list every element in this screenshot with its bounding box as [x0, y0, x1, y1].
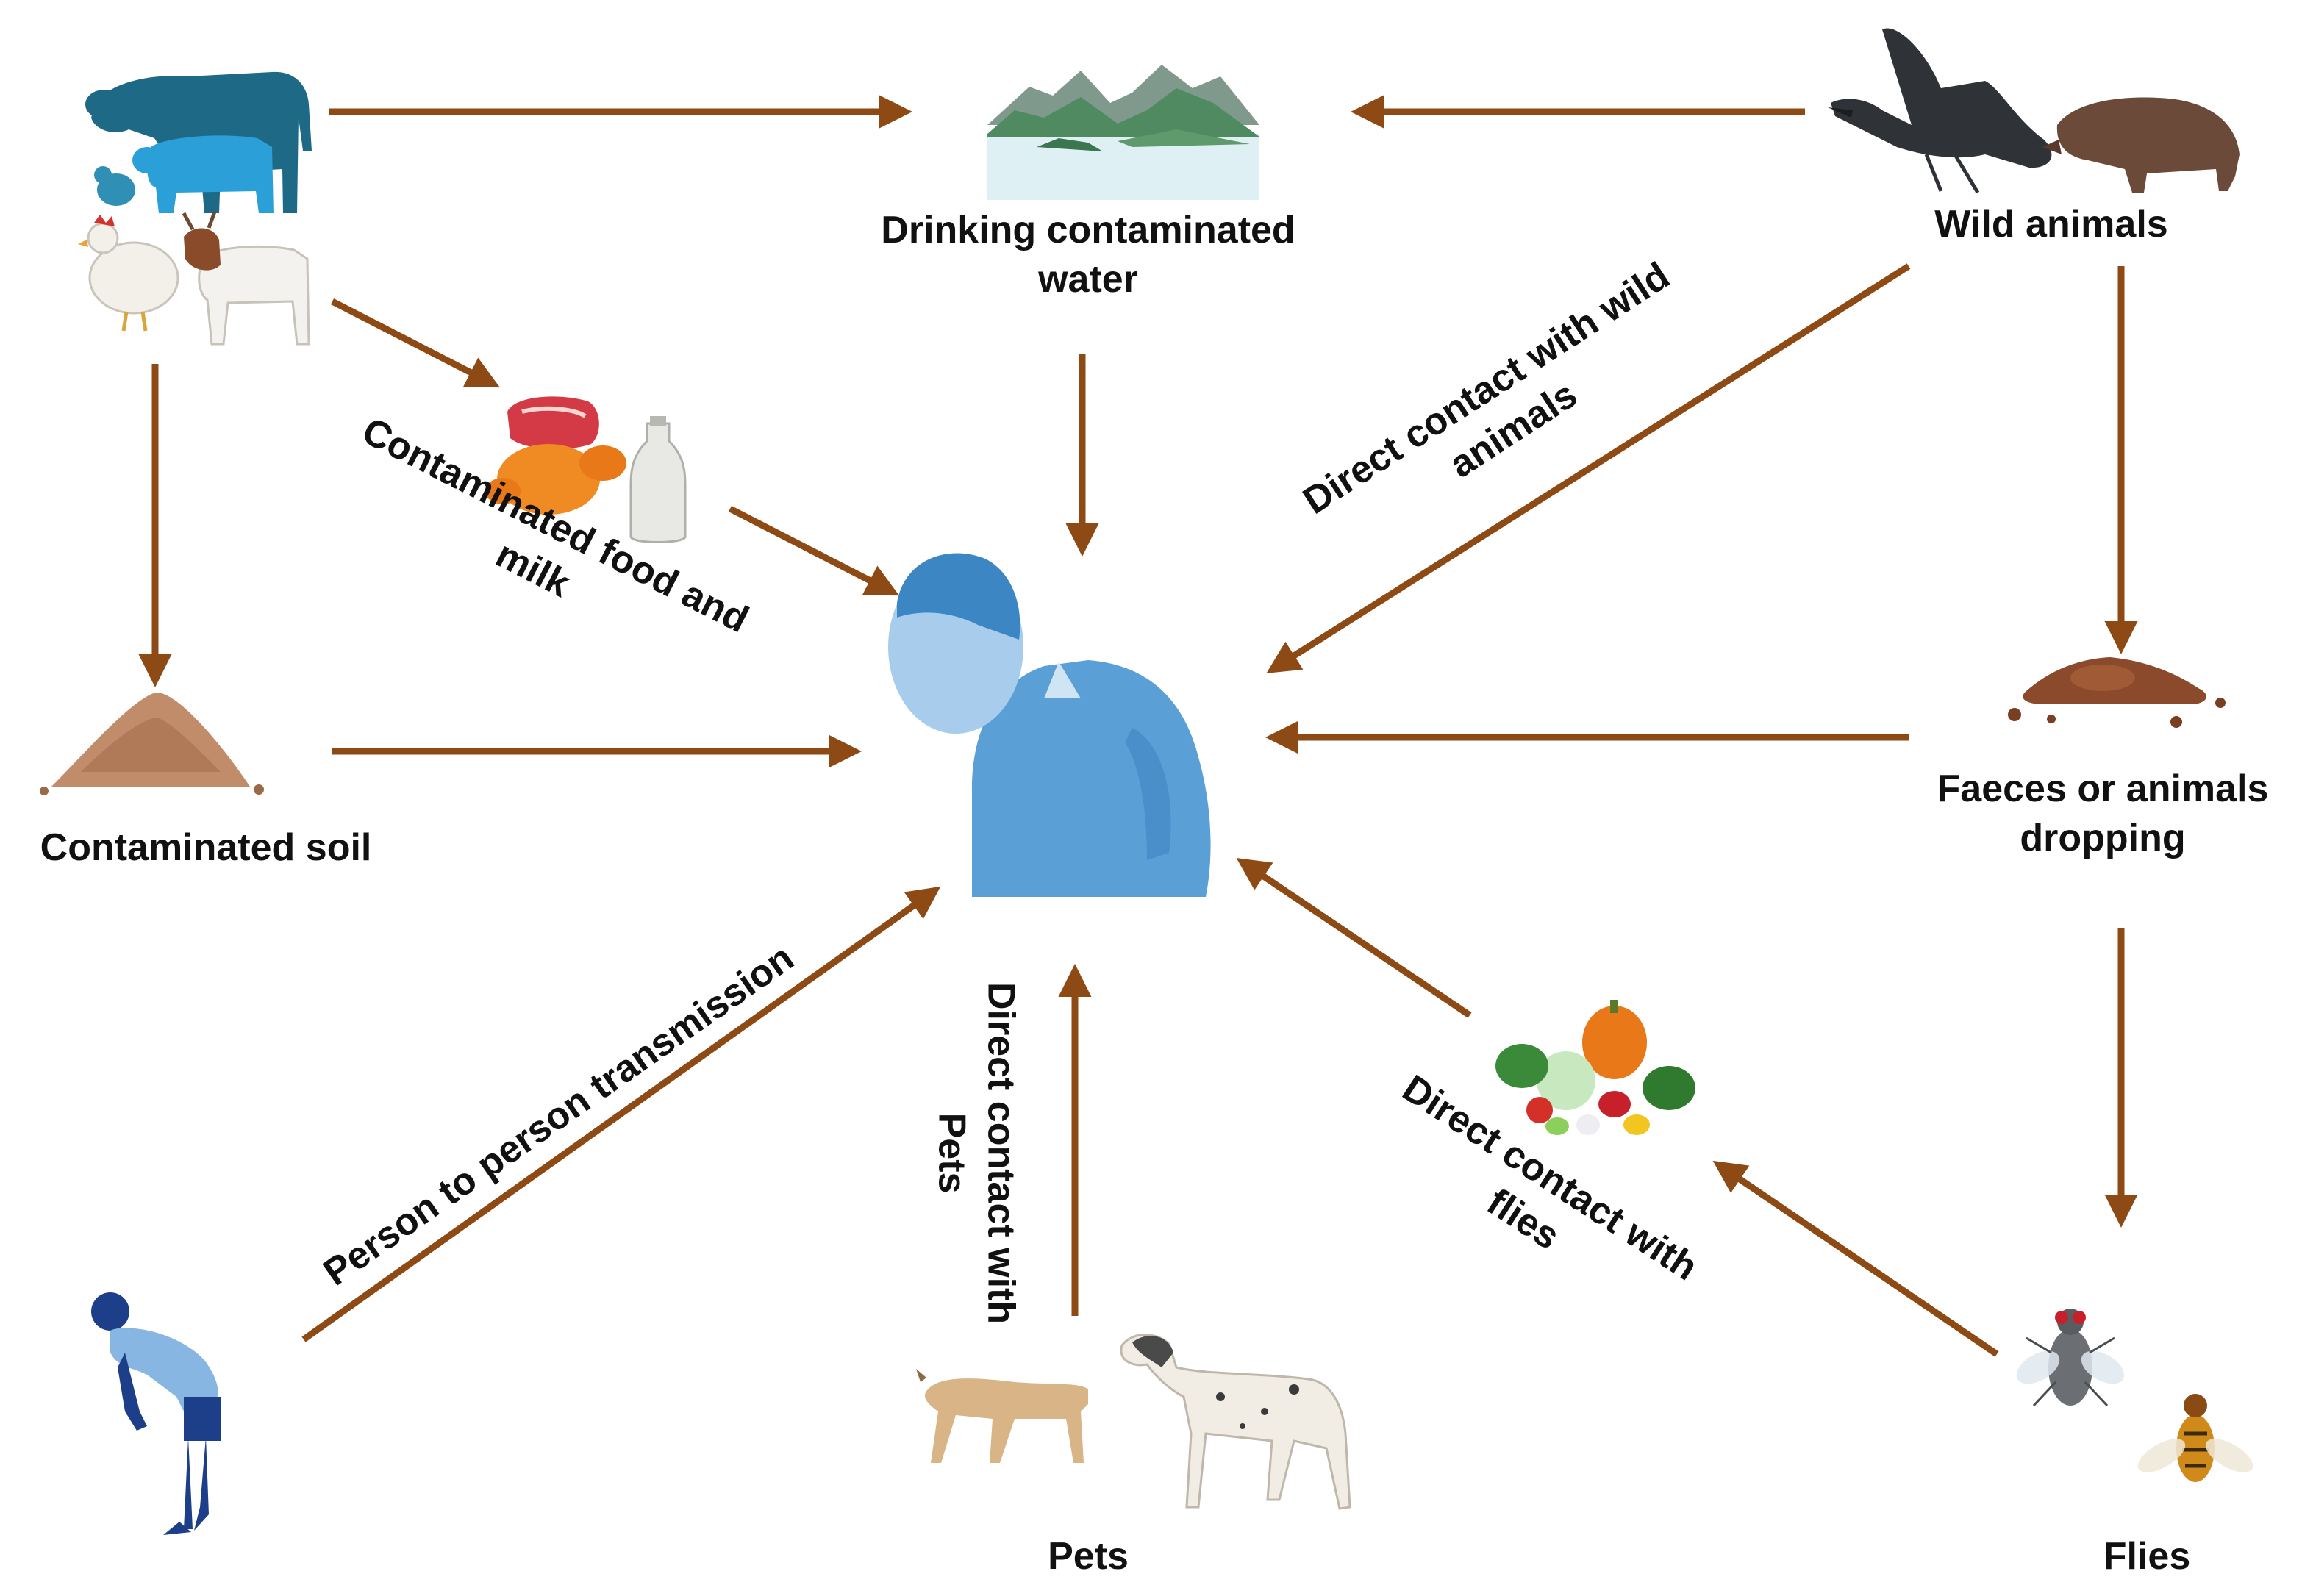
faeces-label-line2: dropping — [2020, 816, 2186, 859]
pets-contact-route-label-line2: Pets — [931, 1112, 973, 1194]
water-label: Drinking contaminated water — [831, 206, 1345, 304]
pets-icon — [916, 1334, 1351, 1510]
faeces-label: Faeces or animals dropping — [1897, 765, 2302, 862]
pets-label: Pets — [985, 1532, 1191, 1581]
pets-label-text: Pets — [1048, 1535, 1129, 1578]
soil-pile-icon — [40, 692, 264, 795]
bent-person-icon — [91, 1292, 221, 1535]
soil-label: Contaminated soil — [0, 823, 412, 873]
wild-animals-label: Wild animals — [1882, 200, 2220, 249]
flies-label-text: Flies — [2103, 1535, 2191, 1578]
arrow-flies-to-vegetables — [1712, 1160, 1999, 1357]
meat-chicken-milk-icon — [485, 396, 687, 543]
flies-label: Flies — [2051, 1532, 2242, 1581]
arrow-wild-to-person — [1266, 263, 1911, 673]
wild-animals-icon — [1828, 28, 2240, 194]
landscape-water-icon — [987, 65, 1259, 200]
water-label-line1: Drinking contaminated — [881, 209, 1295, 251]
pets-contact-route-label: Direct contact with Pets — [927, 962, 1025, 1345]
flies-icon — [2016, 1309, 2253, 1482]
sick-person-icon — [888, 553, 1211, 897]
arrow-livestock-to-food — [330, 298, 501, 388]
faeces-label-line1: Faeces or animals — [1937, 767, 2269, 810]
arrow-bent-person-to-person — [301, 886, 941, 1342]
faeces-pile-icon — [2008, 657, 2226, 728]
livestock-icon — [78, 71, 312, 346]
arrow-vegetables-to-person — [1236, 857, 1472, 1018]
water-label-line2: water — [1038, 257, 1138, 301]
wild-animals-label-text: Wild animals — [1934, 203, 2168, 246]
pets-contact-route-label-line1: Direct contact with — [979, 981, 1023, 1325]
vegetables-icon — [1495, 1000, 1695, 1135]
soil-label-text: Contaminated soil — [40, 826, 372, 869]
arrows — [138, 95, 2138, 1357]
arrow-food-to-person — [728, 505, 900, 596]
